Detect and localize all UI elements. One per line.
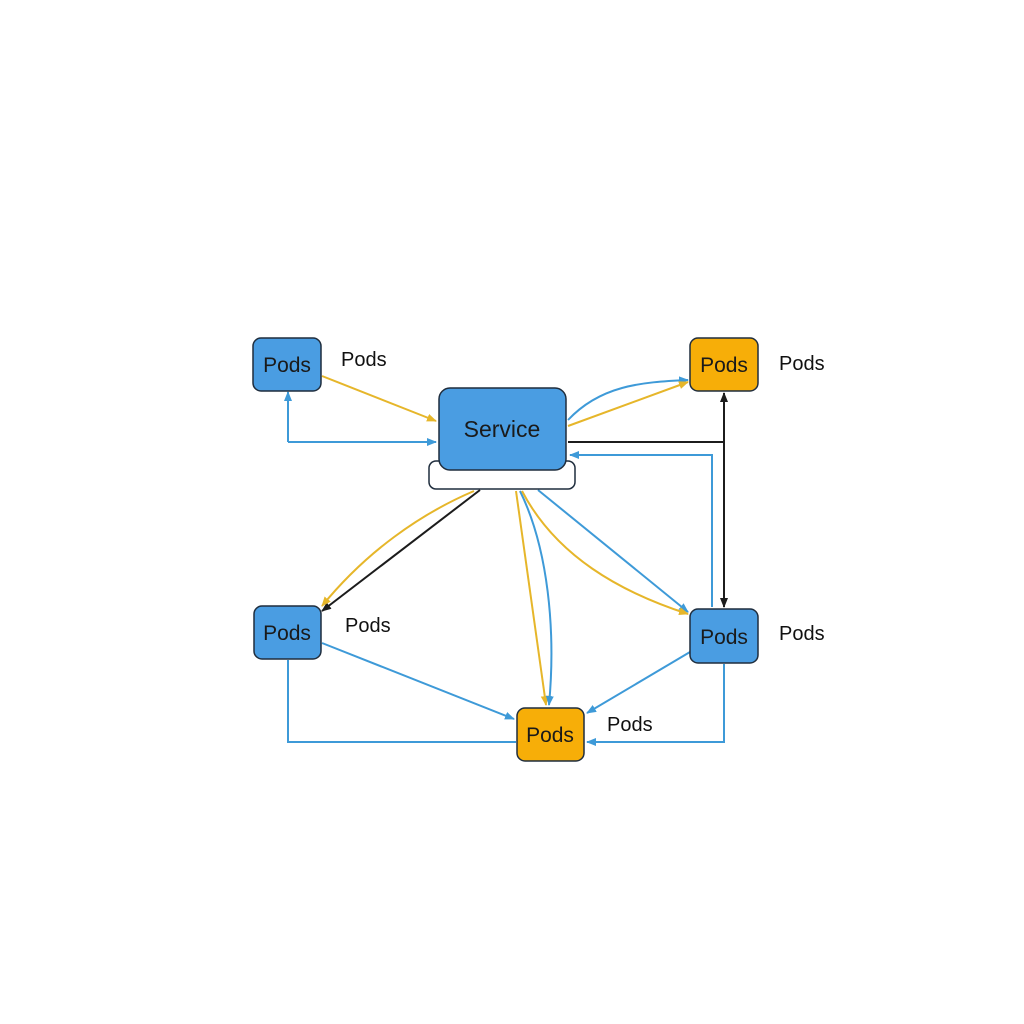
pod-bottom-box[interactable] — [516, 707, 585, 762]
pod-mid-right-side-label: Pods — [779, 623, 825, 645]
pod-mid-left-box[interactable] — [253, 605, 322, 660]
pod-top-right-side-label: Pods — [779, 353, 825, 375]
edge-service-to-midright-blue — [537, 489, 689, 613]
edge-service-to-topright-yellow — [567, 381, 689, 427]
pod-bottom-side-label: Pods — [607, 714, 653, 736]
edge-midleft-to-bottom-elbow — [287, 660, 516, 743]
pod-top-right-label: Pods — [700, 354, 748, 377]
pod-mid-left-label: Pods — [263, 622, 311, 645]
pod-top-left-label: Pods — [263, 354, 311, 377]
pod-mid-right-label: Pods — [700, 626, 748, 649]
pod-top-left-box[interactable] — [252, 337, 322, 392]
pod-top-left[interactable]: Pods — [252, 337, 322, 392]
pod-top-right-box[interactable] — [689, 337, 759, 392]
pod-mid-left[interactable]: Pods — [253, 605, 322, 660]
service-node[interactable]: Service — [428, 387, 576, 490]
edge-service-to-midleft-yellow — [321, 490, 475, 607]
pod-bottom-label: Pods — [526, 724, 574, 747]
edge-midright-to-service-blue — [569, 451, 713, 607]
edge-midright-to-bottom-blue — [586, 651, 691, 714]
edge-service-to-bottom-blue — [519, 490, 554, 706]
pod-top-left-side-label: Pods — [341, 349, 387, 371]
edge-midleft-to-bottom-blue — [321, 642, 515, 720]
pod-top-right[interactable]: Pods — [689, 337, 759, 392]
edge-service-to-midright-yellow — [521, 490, 689, 616]
pod-bottom[interactable]: Pods — [516, 707, 585, 762]
edge-midright-to-bottom-elbow — [586, 664, 725, 746]
pod-mid-right[interactable]: Pods — [689, 608, 759, 664]
pod-mid-left-side-label: Pods — [345, 615, 391, 637]
service-box[interactable] — [438, 387, 567, 471]
edge-topleft-to-service-yellow — [321, 375, 437, 422]
edge-service-to-topright-blue — [567, 376, 689, 421]
service-label: Service — [464, 416, 541, 442]
pod-mid-right-box[interactable] — [689, 608, 759, 664]
edge-service-to-midleft-black — [321, 489, 481, 612]
edges — [284, 375, 728, 746]
edge-service-to-bottom-yellow — [515, 490, 549, 706]
